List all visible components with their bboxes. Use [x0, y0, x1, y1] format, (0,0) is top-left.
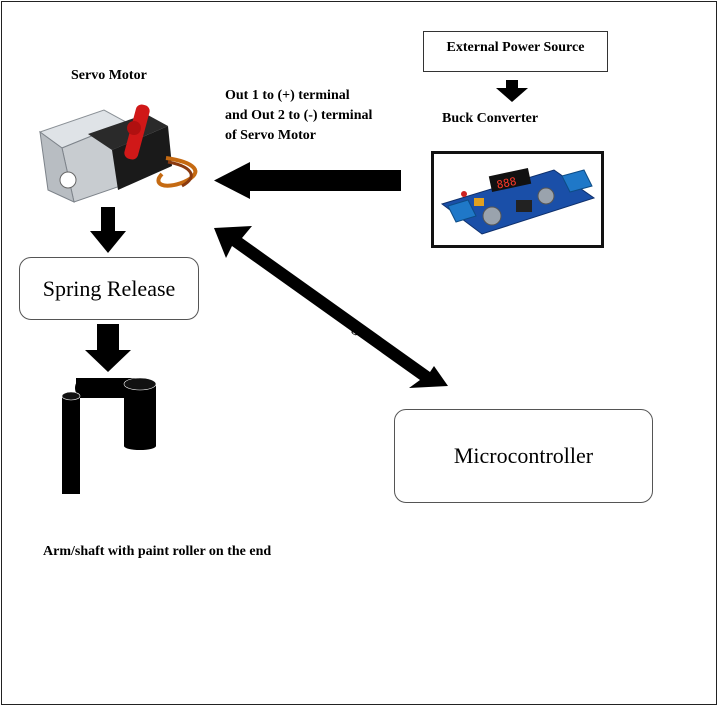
- servo-motor-label: Servo Motor: [71, 68, 147, 83]
- arrow-spring-to-arm: [85, 324, 131, 372]
- microcontroller-box: Microcontroller: [394, 409, 653, 503]
- buck-converter-image: 888: [440, 168, 596, 235]
- arm-caption: Arm/shaft with paint roller on the end: [43, 544, 272, 559]
- spring-release-box: Spring Release: [19, 257, 199, 320]
- arrow-buck-to-servo: [214, 162, 401, 199]
- connection-label-line1: Out 1 to (+) terminal: [225, 88, 350, 103]
- arm-roller-shape: [61, 377, 157, 494]
- connection-label-line2: and Out 2 to (-) terminal: [225, 108, 373, 123]
- buck-converter-frame: 888: [431, 151, 604, 248]
- servo-motor-image: [38, 104, 198, 203]
- arrow-servo-to-spring: [90, 207, 126, 253]
- svg-text:888: 888: [495, 175, 517, 192]
- external-power-label: External Power Source: [446, 40, 585, 55]
- connection-label-line3: of Servo Motor: [225, 128, 316, 143]
- arrow-servo-microcontroller: [214, 226, 448, 388]
- microcontroller-label: Microcontroller: [453, 443, 594, 468]
- arrow-power-to-buck: [496, 80, 528, 102]
- spring-release-label: Spring Release: [42, 275, 176, 301]
- buck-converter-label: Buck Converter: [442, 111, 539, 126]
- external-power-box: External Power Source: [423, 31, 608, 72]
